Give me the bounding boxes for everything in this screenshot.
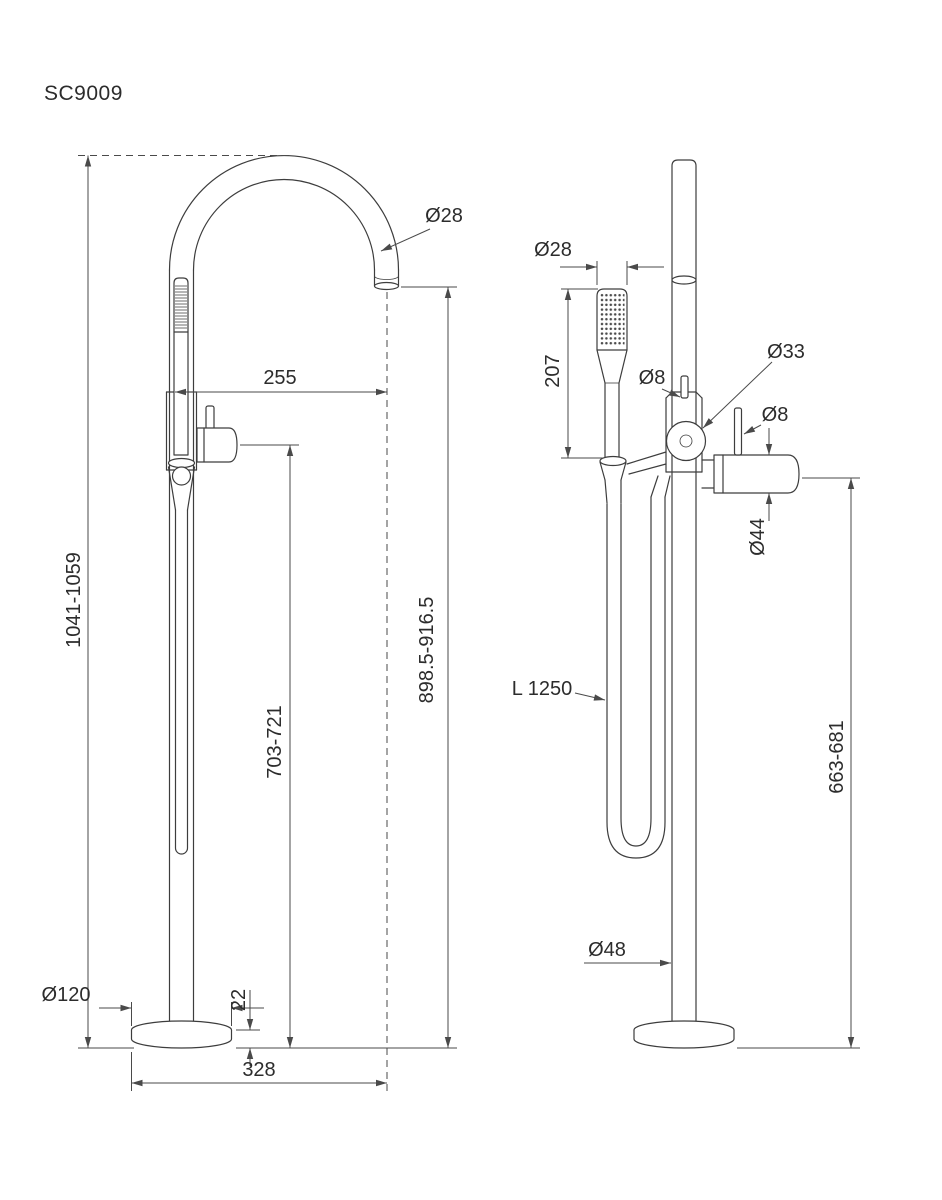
side-hose xyxy=(606,475,671,859)
front-view-dimensions: 1041-1059 703-721 898.5-916.5 255 xyxy=(42,155,463,1092)
dim-total-height: 1041-1059 xyxy=(63,155,92,1048)
dim-spout-diameter-label: Ø28 xyxy=(425,205,463,227)
side-diverter-pin xyxy=(680,375,689,399)
dim-base-diameter-label: Ø120 xyxy=(42,984,91,1006)
front-spout-outlet xyxy=(373,281,400,291)
dim-total-height-label: 1041-1059 xyxy=(63,552,85,648)
dim-handle-diameter-label: Ø44 xyxy=(747,518,769,556)
side-valve-knob xyxy=(665,420,707,462)
side-view-faucet xyxy=(596,159,800,1049)
handshower-face-dots xyxy=(599,293,625,346)
side-view-dimensions: Ø28 207 Ø8 Ø33 Ø8 xyxy=(512,239,860,1049)
dim-handshower-diameter: Ø28 xyxy=(534,239,664,285)
side-handle-stem xyxy=(733,407,743,456)
side-column-joint xyxy=(671,275,697,285)
front-handle xyxy=(196,405,238,463)
side-valve-knob-center xyxy=(679,434,693,448)
side-view: Ø28 207 Ø8 Ø33 Ø8 xyxy=(512,159,860,1049)
dim-base-diameter: Ø120 xyxy=(42,984,264,1026)
dim-handle-center-height-label: 663-681 xyxy=(826,720,848,793)
front-holder-ring xyxy=(171,466,192,486)
dim-handle-height-label: 703-721 xyxy=(264,705,286,778)
dim-overall-depth: 328 xyxy=(131,1052,387,1091)
dim-spout-diameter: Ø28 xyxy=(380,205,463,252)
front-spout xyxy=(168,154,400,291)
side-handle xyxy=(701,407,800,494)
front-holder-cup xyxy=(167,457,196,469)
front-handshower xyxy=(167,277,196,511)
dim-column-diameter-label: Ø48 xyxy=(588,939,626,961)
dim-handshower-diameter-label: Ø28 xyxy=(534,239,572,261)
dim-hose-length: L 1250 xyxy=(512,678,606,701)
front-view-faucet xyxy=(130,154,400,1049)
front-column xyxy=(168,269,195,1027)
side-holder xyxy=(599,451,667,504)
dim-handle-diameter: Ø44 xyxy=(747,428,773,556)
dim-body-diameter: Ø33 xyxy=(702,341,805,429)
dim-spout-outlet-height: 898.5-916.5 xyxy=(401,286,457,1048)
dim-column-diameter: Ø48 xyxy=(584,939,671,967)
side-column xyxy=(671,159,697,1025)
dim-handshower-length-label: 207 xyxy=(542,354,564,387)
dim-body-diameter-label: Ø33 xyxy=(767,341,805,363)
dim-spout-reach-label: 255 xyxy=(263,367,296,389)
dim-spout-outlet-height-label: 898.5-916.5 xyxy=(416,597,438,704)
side-mixer-body xyxy=(665,375,707,473)
front-base xyxy=(130,1020,233,1049)
dim-hose-length-label: L 1250 xyxy=(512,678,572,700)
dim-base-plate-height-label: 22 xyxy=(228,989,250,1011)
front-handshower-hatch xyxy=(175,285,187,329)
dim-spout-reach: 255 xyxy=(175,367,387,396)
dim-handle-height: 703-721 xyxy=(240,444,299,1048)
dim-base-plate-height: 22 xyxy=(228,989,260,1066)
front-hose xyxy=(174,509,189,855)
dim-handshower-length: 207 xyxy=(542,288,603,459)
dim-handle-pin-diameter: Ø8 xyxy=(743,404,789,435)
dim-overall-depth-label: 328 xyxy=(242,1059,275,1081)
front-view: 1041-1059 703-721 898.5-916.5 255 xyxy=(42,154,463,1092)
side-base xyxy=(633,1020,735,1049)
dim-diverter-pin-diameter: Ø8 xyxy=(639,367,681,398)
side-handshower xyxy=(596,288,628,459)
dim-diverter-pin-diameter-label: Ø8 xyxy=(639,367,666,389)
model-number: SC9009 xyxy=(44,82,123,105)
dim-handle-pin-diameter-label: Ø8 xyxy=(762,404,789,426)
dim-handle-center-height: 663-681 xyxy=(737,477,860,1049)
front-handle-stem xyxy=(205,405,215,431)
